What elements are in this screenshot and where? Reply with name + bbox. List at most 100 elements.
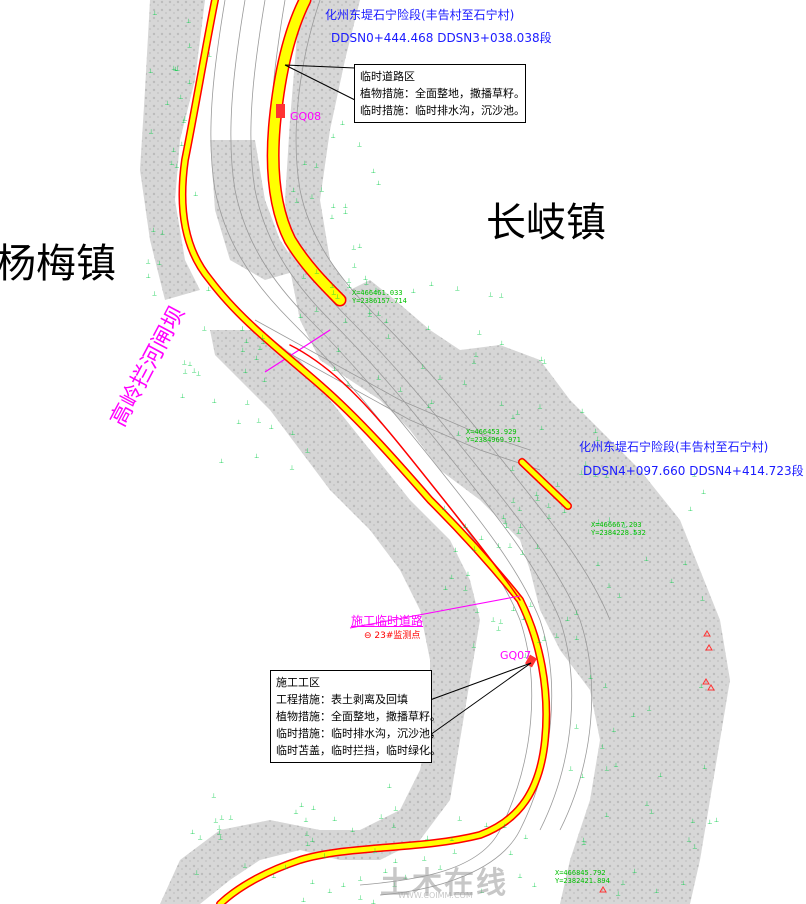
segment-middle-title: 化州东堤石宁险段(丰告村至石宁村) [579, 440, 769, 454]
vegetation-mark: ⊥ [583, 461, 588, 468]
note-construction-title: 施工工区 [276, 676, 320, 689]
vegetation-mark: ⊥ [511, 606, 516, 613]
note-construction-line-2: 植物措施：全面整地，撒播草籽。 [276, 710, 441, 723]
vegetation-mark: ⊥ [554, 633, 559, 640]
vegetation-mark: ⊥ [269, 424, 274, 431]
vegetation-mark: ⊥ [314, 162, 319, 169]
vegetation-mark: ⊥ [336, 347, 341, 354]
vegetation-mark: ⊥ [293, 809, 298, 816]
vegetation-mark: ⊥ [192, 368, 197, 375]
vegetation-mark: ⊥ [472, 545, 477, 552]
vegetation-mark: ⊥ [322, 853, 327, 860]
vegetation-mark: ⊥ [305, 447, 310, 454]
vegetation-mark: ⊥ [387, 783, 392, 790]
vegetation-mark: ⊥ [463, 523, 468, 530]
vegetation-mark: ⊥ [617, 592, 622, 599]
vegetation-mark: ⊥ [386, 334, 391, 341]
vegetation-mark: ⊥ [254, 453, 259, 460]
vegetation-mark: ⊥ [261, 339, 266, 346]
vegetation-mark: ⊥ [146, 273, 151, 280]
vegetation-mark: ⊥ [301, 274, 306, 281]
vegetation-mark: ⊥ [562, 508, 567, 515]
point-gq07: GQ07 [500, 649, 532, 662]
note-temp-road-line-1: 植物措施：全面整地，撒播草籽。 [360, 87, 525, 100]
vegetation-mark: ⊥ [291, 187, 296, 194]
vegetation-mark: ⊥ [294, 198, 299, 205]
vegetation-mark: ⊥ [186, 18, 191, 25]
vegetation-mark: ⊥ [604, 472, 609, 479]
vegetation-mark: ⊥ [254, 355, 259, 362]
vegetation-mark: ⊥ [319, 187, 324, 194]
coord-label-4: X=466845.792 Y=2382421.894 [555, 869, 610, 885]
vegetation-mark: ⊥ [305, 841, 310, 848]
vegetation-mark: ⊥ [688, 506, 693, 513]
vegetation-mark: ⊥ [714, 817, 719, 824]
vegetation-mark: ⊥ [611, 727, 616, 734]
vegetation-mark: ⊥ [534, 491, 539, 498]
vegetation-mark: ⊥ [332, 816, 337, 823]
vegetation-mark: ⊥ [314, 306, 319, 313]
road-leader [349, 595, 521, 629]
vegetation-mark: ⊥ [371, 899, 376, 904]
vegetation-mark: ⊥ [343, 318, 348, 325]
vegetation-mark: ⊥ [488, 291, 493, 298]
vegetation-mark: ⊥ [329, 214, 334, 221]
vegetation-mark: ⊥ [194, 869, 199, 876]
vegetation-mark: ⊥ [371, 168, 376, 175]
vegetation-mark: ⊥ [632, 529, 637, 536]
coord-2-x: X=466453.929 [466, 428, 517, 436]
vegetation-mark: ⊥ [496, 542, 501, 549]
vegetation-mark: ⊥ [242, 862, 247, 869]
vegetation-mark: ⊥ [607, 516, 612, 523]
vegetation-mark: ⊥ [393, 806, 398, 813]
vegetation-mark: ⊥ [363, 275, 368, 282]
vegetation-mark: ⊥ [340, 120, 345, 127]
vegetation-mark: ⊥ [532, 882, 537, 889]
vegetation-mark: ⊥ [311, 805, 316, 812]
vegetation-mark: ⊥ [502, 823, 507, 830]
leader-lines [284, 64, 532, 736]
vegetation-mark: ⊥ [152, 10, 157, 17]
vegetation-mark: ⊥ [613, 762, 618, 769]
survey-triangles [599, 630, 715, 893]
vegetation-mark: ⊥ [350, 827, 355, 834]
vegetation-mark: ⊥ [523, 834, 528, 841]
vegetation-mark: ⊥ [240, 347, 245, 354]
town-label-east: 长岐镇 [486, 200, 606, 246]
vegetation-mark: ⊥ [290, 430, 295, 437]
vegetation-mark: ⊥ [690, 818, 695, 825]
vegetation-mark: ⊥ [521, 615, 526, 622]
vegetation-mark: ⊥ [479, 888, 484, 895]
vegetation-mark: ⊥ [174, 163, 179, 170]
vegetation-mark: ⊥ [257, 345, 262, 352]
monitor-symbol: ⊖ [364, 631, 372, 641]
vegetation-mark: ⊥ [352, 262, 357, 269]
vegetation-mark: ⊥ [669, 578, 674, 585]
vegetation-mark: ⊥ [207, 52, 212, 59]
vegetation-mark: ⊥ [484, 822, 489, 829]
vegetation-mark: ⊥ [343, 209, 348, 216]
vegetation-mark: ⊥ [546, 503, 551, 510]
vegetation-mark: ⊥ [604, 812, 609, 819]
embankments [178, 0, 572, 904]
vegetation-mark: ⊥ [298, 313, 303, 320]
vegetation-mark: ⊥ [206, 286, 211, 293]
note-temp-road-line-2: 临时措施：临时排水沟，沉沙池。 [360, 104, 525, 117]
vegetation-mark: ⊥ [299, 802, 304, 809]
road-label: 施工临时道路 [351, 614, 424, 628]
vegetation-mark: ⊥ [520, 550, 525, 557]
vegetation-mark: ⊥ [152, 291, 157, 298]
vegetation-mark: ⊥ [707, 819, 712, 826]
vegetation-mark: ⊥ [649, 808, 654, 815]
vegetation-mark: ⊥ [302, 160, 307, 167]
vegetation-mark: ⊥ [309, 194, 314, 201]
vegetation-mark: ⊥ [392, 881, 397, 888]
vegetation-mark: ⊥ [537, 638, 542, 645]
vegetation-mark: ⊥ [332, 366, 337, 373]
vegetation-mark: ⊥ [681, 880, 686, 887]
vegetation-mark: ⊥ [303, 817, 308, 824]
vegetation-mark: ⊥ [372, 847, 377, 854]
vegetation-mark: ⊥ [504, 523, 509, 530]
vegetation-mark: ⊥ [606, 582, 611, 589]
vegetation-mark: ⊥ [616, 891, 621, 898]
